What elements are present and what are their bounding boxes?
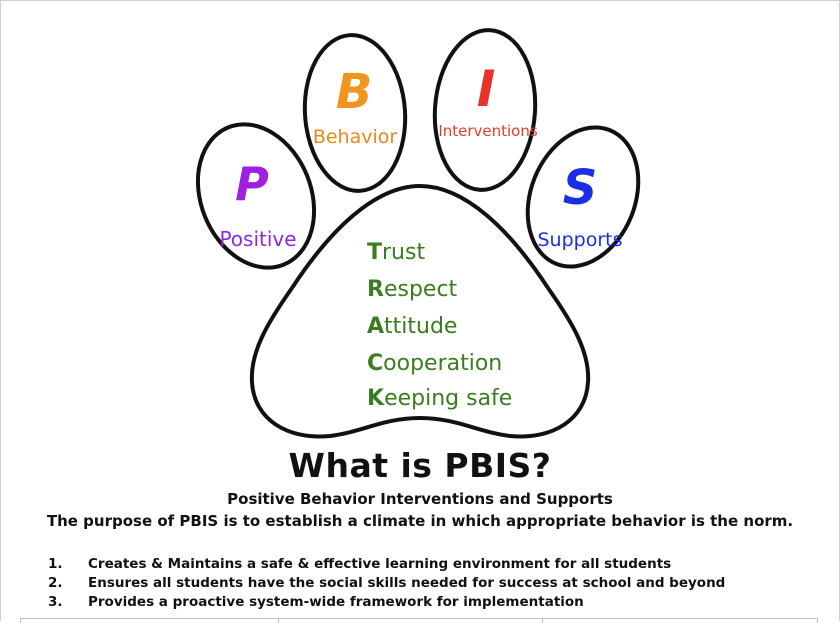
list-text: Creates & Maintains a safe & effective l… bbox=[88, 556, 672, 572]
track-line-respect: Respect bbox=[367, 277, 458, 302]
benefits-list: 1. Creates & Maintains a safe & effectiv… bbox=[48, 555, 725, 612]
toe-supports bbox=[525, 125, 641, 269]
track-line-trust: Trust bbox=[367, 240, 425, 265]
paw-pad bbox=[249, 183, 591, 439]
table-column-divider bbox=[542, 619, 543, 623]
track-initial-t: T bbox=[367, 240, 382, 265]
track-line-attitude: Attitude bbox=[367, 314, 457, 339]
table-column-divider bbox=[817, 619, 818, 623]
track-rest-a: ttitude bbox=[384, 314, 457, 339]
track-initial-k: K bbox=[367, 386, 385, 411]
list-item: 1. Creates & Maintains a safe & effectiv… bbox=[48, 555, 725, 574]
list-text: Ensures all students have the social ski… bbox=[88, 575, 726, 591]
track-line-cooperation: Cooperation bbox=[367, 351, 502, 376]
track-line-keeping-safe: Keeping safe bbox=[367, 386, 512, 411]
page-subtitle: Positive Behavior Interventions and Supp… bbox=[227, 490, 613, 508]
track-initial-c: C bbox=[367, 351, 383, 376]
toe-letter-b: B bbox=[336, 64, 373, 120]
track-rest-t: rust bbox=[382, 240, 425, 265]
list-item: 3. Provides a proactive system-wide fram… bbox=[48, 593, 725, 612]
list-text: Provides a proactive system-wide framewo… bbox=[88, 594, 584, 610]
paw-graphic: P Positive B Behavior I Interventions S … bbox=[195, 28, 641, 439]
list-number: 1. bbox=[48, 556, 63, 572]
table-column-divider bbox=[278, 619, 279, 623]
track-initial-a: A bbox=[367, 314, 384, 339]
toe-word-interventions: Interventions bbox=[438, 122, 538, 140]
track-rest-r: espect bbox=[384, 277, 458, 302]
table-top-edge bbox=[20, 618, 818, 623]
track-rest-k: eeping safe bbox=[384, 386, 512, 411]
purpose-statement: The purpose of PBIS is to establish a cl… bbox=[46, 512, 794, 530]
list-number: 2. bbox=[48, 575, 63, 591]
toe-letter-s: S bbox=[563, 160, 598, 216]
page-title: What is PBIS? bbox=[288, 446, 552, 485]
toe-positive bbox=[195, 122, 317, 270]
toe-letter-p: P bbox=[235, 157, 269, 211]
track-rest-c: ooperation bbox=[383, 351, 502, 376]
toe-word-positive: Positive bbox=[219, 227, 296, 251]
track-initial-r: R bbox=[367, 277, 384, 302]
toe-word-behavior: Behavior bbox=[313, 126, 398, 148]
list-item: 2. Ensures all students have the social … bbox=[48, 574, 725, 593]
toe-letter-i: I bbox=[477, 60, 496, 118]
table-column-divider bbox=[20, 619, 21, 623]
toe-interventions bbox=[432, 28, 538, 192]
toe-word-supports: Supports bbox=[537, 229, 622, 251]
list-number: 3. bbox=[48, 594, 63, 610]
toe-behavior bbox=[302, 33, 408, 193]
